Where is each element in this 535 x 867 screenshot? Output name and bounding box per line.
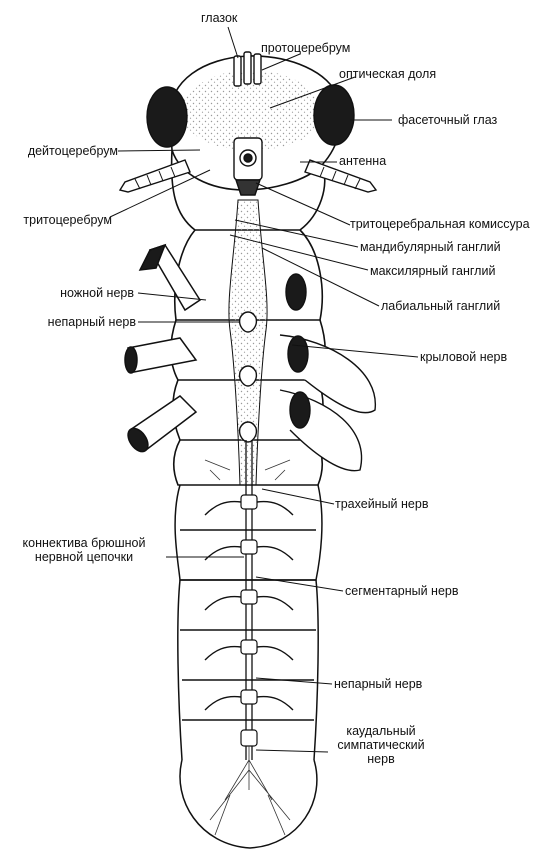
label-tritocerebral-commissure: тритоцеребральная комиссура — [350, 217, 530, 231]
label-ventral-cord-connective-line2: нервной цепочки — [35, 550, 133, 564]
leg-stump-3 — [124, 396, 196, 455]
label-labial-ganglion: лабиальный ганглий — [381, 299, 500, 313]
wing-pads — [280, 274, 375, 471]
label-compound-eye: фасеточный глаз — [398, 113, 497, 127]
label-unpaired-nerve-bottom: непарный нерв — [334, 677, 422, 691]
label-caudal-sympathetic-line2: симпатический — [337, 738, 424, 752]
segmental-nerves — [205, 502, 293, 710]
frontal-ganglion — [234, 138, 262, 195]
label-ocellus: глазок — [201, 11, 237, 25]
leg-stump-1 — [140, 245, 200, 310]
label-ventral-cord-connective: коннектива брюшной нервной цепочки — [5, 536, 163, 564]
label-caudal-sympathetic-line3: нерв — [367, 752, 394, 766]
label-wing-nerve: крыловой нерв — [420, 350, 507, 364]
antenna-left — [120, 160, 190, 192]
label-maxillary-ganglion: максилярный ганглий — [370, 264, 495, 278]
label-caudal-sympathetic-line1: каудальный — [346, 724, 415, 738]
leg-stumps — [124, 245, 200, 455]
label-ventral-cord-connective-line1: коннектива брюшной — [23, 536, 146, 550]
label-tritocerebrum: тритоцеребрум — [12, 213, 112, 227]
compound-eye-right — [314, 85, 354, 145]
label-optic-lobe: оптическая доля — [339, 67, 436, 81]
label-deutocerebrum: дейтоцеребрум — [8, 144, 118, 158]
leg-stump-2 — [125, 338, 196, 373]
label-mandibular-ganglion: мандибулярный ганглий — [360, 240, 501, 254]
label-leg-nerve: ножной нерв — [28, 286, 134, 300]
label-protocerebrum: протоцеребрум — [261, 41, 350, 55]
label-segmental-nerve: сегментарный нерв — [345, 584, 459, 598]
label-antenna: антенна — [339, 154, 386, 168]
abdominal-ganglia — [241, 495, 257, 746]
label-tracheal-nerve: трахейный нерв — [335, 497, 428, 511]
compound-eye-left — [147, 87, 187, 147]
label-caudal-sympathetic-nerve: каудальный симпатический нерв — [322, 724, 440, 766]
label-unpaired-nerve-top: непарный нерв — [18, 315, 136, 329]
